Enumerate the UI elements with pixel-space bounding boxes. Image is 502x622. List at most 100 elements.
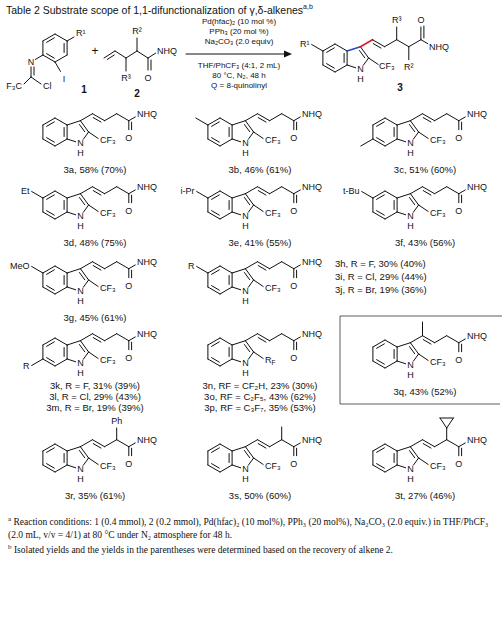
bond-line: [254, 458, 264, 464]
bond-line: [423, 26, 424, 38]
bond-line: [208, 444, 220, 451]
bond-line: [42, 41, 43, 55]
bond-line: [447, 418, 454, 428]
bond-line: [80, 187, 92, 194]
bond-line: [293, 341, 294, 350]
bond-line: [248, 458, 253, 465]
bond-line: [413, 205, 418, 212]
bond-line: [385, 340, 397, 347]
structure-label: H: [357, 74, 364, 84]
bond-line: [47, 211, 55, 215]
bond-line: [322, 51, 323, 65]
structure-label: H: [407, 474, 414, 484]
bond-line: [410, 447, 418, 458]
bond-line: [232, 273, 233, 287]
bond-line: [281, 427, 282, 440]
bond-line: [67, 198, 68, 212]
footnote-mark: a,b: [303, 3, 313, 10]
bond-line: [117, 187, 129, 194]
bond-line: [410, 440, 422, 447]
structure-label: NHQ: [467, 331, 487, 341]
bond-line: [258, 118, 266, 122]
structure-label: N: [407, 464, 414, 474]
table-footnotes: a Reaction conditions: 1 (0.4 mmol), 2 (…: [8, 515, 494, 558]
compound-caption: 3j, R = Br, 19% (36%): [335, 285, 427, 296]
bond-line: [282, 114, 294, 121]
structure-label: O: [455, 459, 462, 469]
compound-caption: 3n, RF = CF₂H, 23% (30%): [203, 381, 318, 392]
bond-line: [43, 338, 55, 345]
bond-line: [128, 341, 129, 350]
bond-line: [373, 118, 385, 125]
structure-label: H: [77, 296, 84, 306]
compound-caption: 3e, 41% (55%): [229, 238, 292, 249]
bond-line: [294, 337, 300, 341]
bond-line: [67, 41, 68, 55]
compound-caption: 3i, R = Cl, 29% (44%): [335, 272, 427, 283]
bond-line: [258, 444, 266, 448]
box-rule: [340, 316, 502, 317]
bond-line: [373, 444, 385, 451]
structure-label: i-Pr: [181, 186, 195, 196]
bond-line: [458, 343, 459, 352]
bond-line: [458, 121, 459, 130]
bond-line: [435, 336, 447, 343]
bond-line: [258, 262, 270, 269]
structure-label: O: [125, 353, 132, 363]
bond-line: [67, 269, 80, 273]
structure-label: R¹: [300, 39, 310, 49]
bond-line: [423, 118, 431, 122]
reaction-condition: Na₂CO₃ (2.0 equiv): [205, 37, 274, 46]
bond-line: [397, 447, 410, 451]
bond-line: [31, 67, 32, 77]
bond-line: [83, 352, 88, 359]
bond-line: [244, 124, 249, 131]
bond-line: [254, 280, 264, 286]
bond-line: [31, 77, 41, 84]
structure-label: O: [455, 206, 462, 216]
bond-line: [385, 191, 397, 198]
bond-line: [373, 139, 385, 146]
box-rule: [340, 404, 500, 405]
reaction-condition: THF/PhCF₃ (4:1, 2 mL): [198, 61, 280, 70]
bond-line: [270, 334, 282, 341]
bond-line: [258, 440, 270, 447]
bond-line: [129, 443, 135, 447]
structure-label: H: [77, 474, 84, 484]
bond-line: [117, 114, 129, 121]
bond-line: [232, 465, 241, 468]
bond-line: [423, 336, 435, 343]
bond-line: [229, 276, 230, 285]
bond-line: [373, 212, 385, 219]
compound-caption: 3c, 51% (60%): [394, 165, 456, 176]
bond-line: [137, 51, 148, 58]
bond-line: [80, 194, 88, 205]
bond-line: [79, 450, 84, 457]
bond-line: [67, 273, 68, 287]
bond-line: [459, 443, 465, 447]
structure-label: CF₃: [430, 135, 446, 145]
structure-label: N: [77, 358, 84, 368]
bond-line: [93, 334, 105, 341]
bond-line: [79, 272, 84, 279]
bond-line: [55, 191, 67, 198]
bond-line: [312, 45, 323, 51]
reaction-condition: Pd(hfac)₂ (10 mol %): [202, 17, 276, 26]
bond-line: [117, 440, 129, 447]
structure-label: O: [290, 459, 297, 469]
bond-line: [208, 266, 220, 273]
bond-line: [245, 447, 253, 458]
bond-line: [446, 428, 447, 440]
bond-line: [258, 338, 266, 342]
bond-line: [105, 187, 117, 194]
structure-label: R¹: [76, 28, 86, 38]
bond-line: [83, 458, 88, 465]
reaction-condition: Q = 8-quinolinyl: [211, 81, 267, 90]
bond-line: [47, 342, 55, 346]
structure-label: N: [77, 286, 84, 296]
bond-line: [24, 77, 31, 84]
bond-line: [270, 114, 282, 121]
bond-line: [207, 198, 208, 212]
bond-line: [208, 118, 220, 125]
bond-line: [377, 448, 385, 452]
